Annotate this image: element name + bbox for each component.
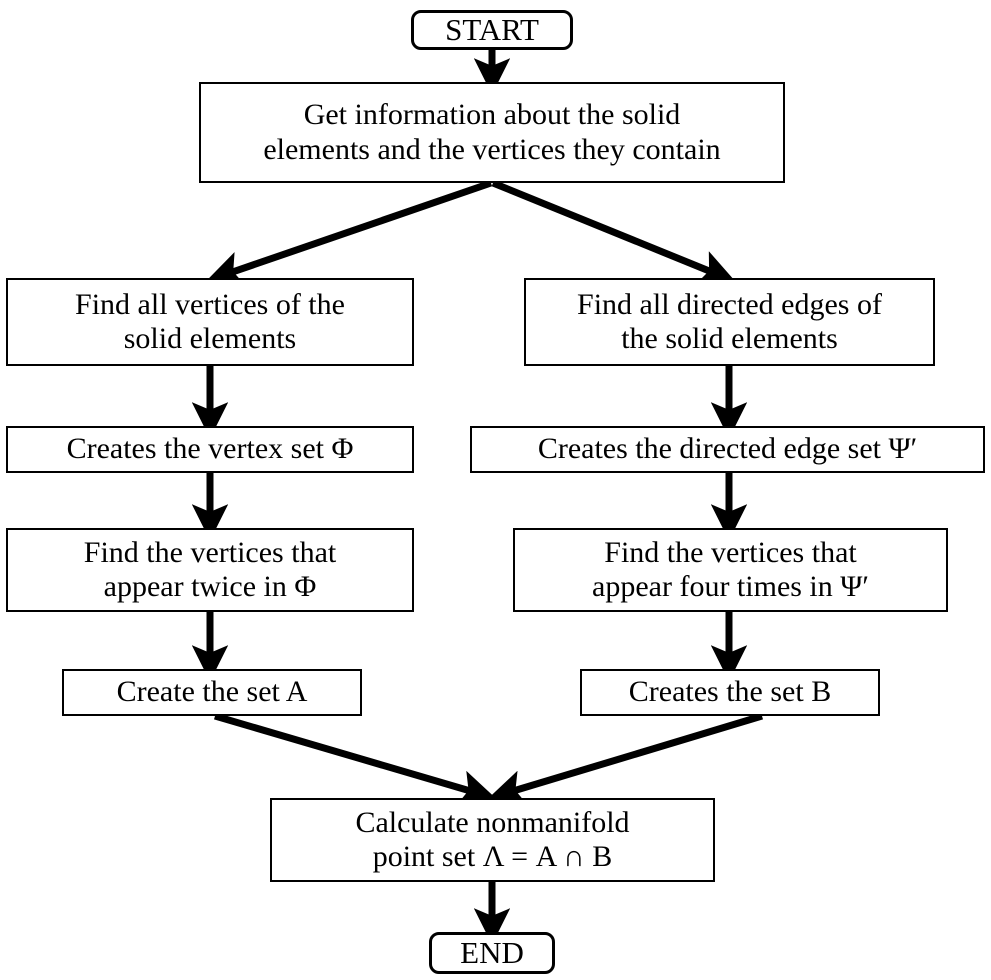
flow-edge-create-set-b-to-calculate <box>487 712 764 806</box>
flow-node-label: Creates the vertex set Φ <box>66 432 354 466</box>
flow-edge-get-info-to-find-directed-edges <box>491 179 736 285</box>
flow-edge-create-set-a-to-calculate <box>214 712 497 806</box>
flow-node-find-vertices: Find all vertices of the solid elements <box>6 278 414 366</box>
flow-node-create-vertex-set: Creates the vertex set Φ <box>6 426 414 473</box>
flow-node-start: START <box>411 10 573 50</box>
flow-node-get-info: Get information about the solid elements… <box>199 82 785 183</box>
flow-node-calculate: Calculate nonmanifold point set Λ = A ∩ … <box>270 798 715 882</box>
flow-node-create-set-b: Creates the set B <box>580 669 880 716</box>
flow-node-label: Get information about the solid elements… <box>263 98 721 166</box>
flow-node-find-four-times: Find the vertices that appear four times… <box>513 528 948 612</box>
flow-node-label: Find all vertices of the solid elements <box>75 287 345 355</box>
flow-node-label: END <box>460 935 524 971</box>
flow-node-find-directed-edges: Find all directed edges of the solid ele… <box>524 278 935 366</box>
flow-edge-get-info-to-find-vertices <box>206 179 493 287</box>
flow-node-label: Create the set A <box>116 675 308 709</box>
flow-node-label: START <box>445 12 539 48</box>
flow-node-find-twice: Find the vertices that appear twice in Φ <box>6 528 414 612</box>
flow-node-label: Find the vertices that appear four times… <box>592 535 869 603</box>
flow-node-create-edge-set: Creates the directed edge set Ψ′ <box>470 426 985 473</box>
flow-node-create-set-a: Create the set A <box>62 669 362 716</box>
flow-node-label: Calculate nonmanifold point set Λ = A ∩ … <box>355 805 630 873</box>
flow-node-label: Find the vertices that appear twice in Φ <box>83 535 337 603</box>
flow-node-label: Creates the directed edge set Ψ′ <box>537 432 918 466</box>
flow-node-label: Find all directed edges of the solid ele… <box>577 287 882 355</box>
flow-node-end: END <box>429 932 555 974</box>
flow-node-label: Creates the set B <box>628 675 832 709</box>
